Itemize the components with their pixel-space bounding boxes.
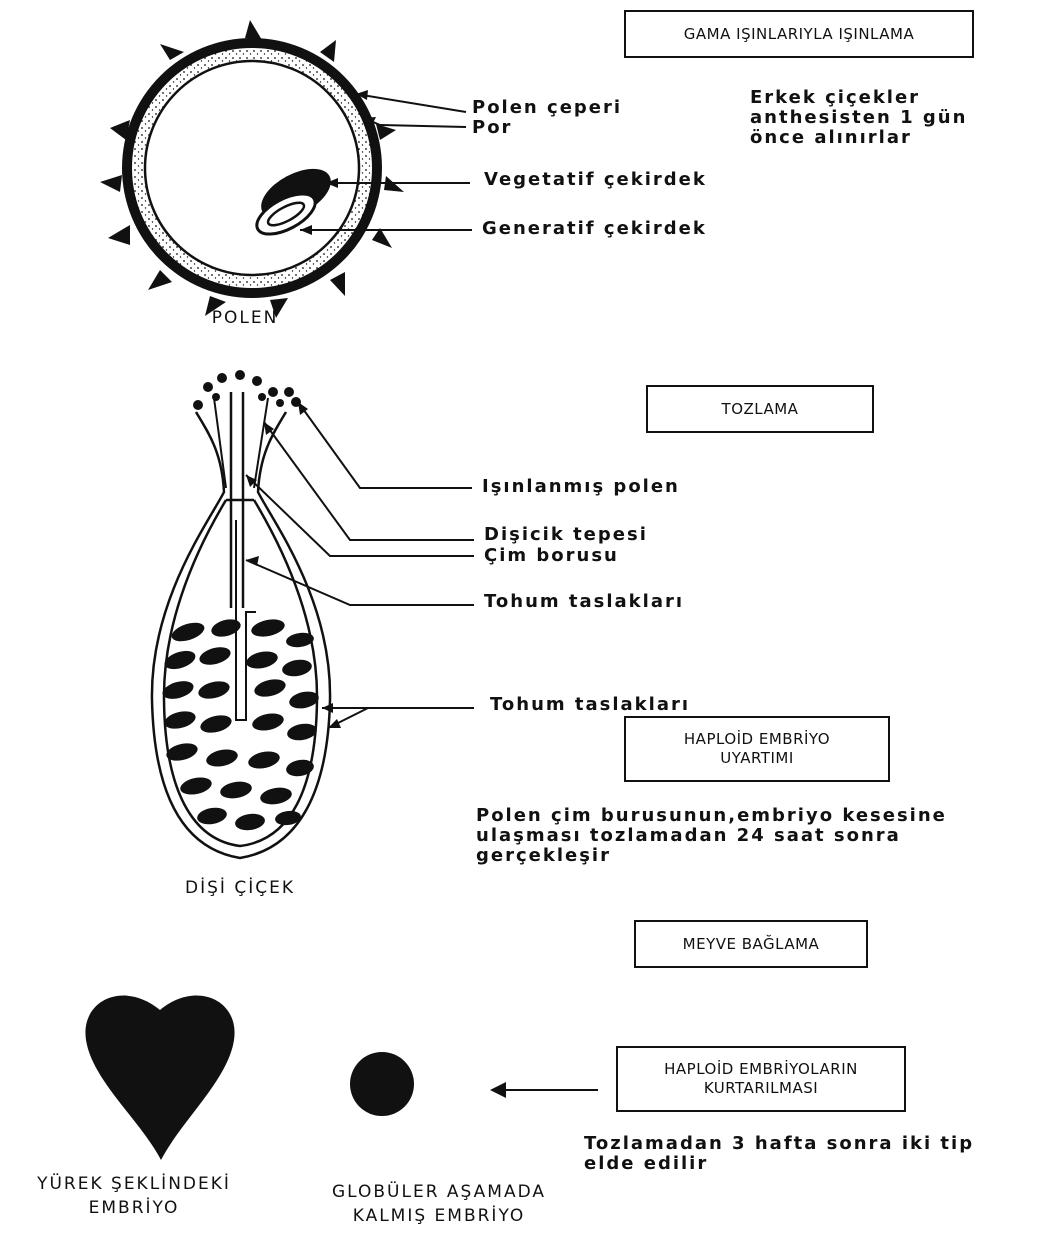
label-stigma: Dişicik tepesi (484, 524, 648, 545)
label-pollen-wall: Polen çeperi (472, 97, 622, 118)
pollen-tube (236, 520, 256, 720)
pollination-box-label: TOZLAMA (722, 400, 799, 419)
rescue-arrow (490, 1082, 598, 1098)
pollination-box: TOZLAMA (646, 385, 874, 433)
haploid-induction-box-label: HAPLOİD EMBRİYO UYARTIMI (684, 730, 830, 768)
caption-globular-embryo: GLOBÜLER AŞAMADA KALMIŞ EMBRİYO (294, 1180, 584, 1228)
irradiation-box: GAMA IŞINLARIYLA IŞINLAMA (624, 10, 974, 58)
two-types-note: Tozlamadan 3 hafta sonra iki tip elde ed… (584, 1134, 974, 1174)
caption-heart-embryo: YÜREK ŞEKLİNDEKİ EMBRİYO (4, 1172, 264, 1220)
embryo-rescue-box-label: HAPLOİD EMBRİYOLARIN KURTARILMASI (664, 1060, 858, 1098)
label-irradiated-pollen: Işınlanmış polen (482, 476, 680, 497)
embryo-rescue-box: HAPLOİD EMBRİYOLARIN KURTARILMASI (616, 1046, 906, 1112)
ovules (160, 616, 320, 832)
fruit-set-box: MEYVE BAĞLAMA (634, 920, 868, 968)
label-vegetative-nucleus: Vegetatif çekirdek (484, 169, 707, 190)
label-ovules-bottom: Tohum taslakları (490, 694, 690, 715)
globular-embryo (350, 1052, 414, 1116)
label-ovules-top: Tohum taslakları (484, 591, 684, 612)
irradiation-box-label: GAMA IŞINLARIYLA IŞINLAMA (684, 25, 914, 44)
stigma-pollen (193, 370, 301, 410)
caption-pollen: POLEN (190, 306, 300, 330)
fruit-set-box-label: MEYVE BAĞLAMA (683, 935, 820, 954)
label-generative-nucleus: Generatif çekirdek (482, 218, 707, 239)
pollen-intine (145, 61, 359, 275)
label-pore: Por (472, 117, 512, 138)
pistil-leader-lines (246, 402, 474, 728)
caption-female-flower: DİŞİ ÇİÇEK (150, 876, 330, 900)
haploid-induction-box: HAPLOİD EMBRİYO UYARTIMI (624, 716, 890, 782)
pollen-grain (100, 20, 404, 318)
pollen-tube-note: Polen çim burusunun,embriyo kesesine ula… (476, 806, 947, 866)
male-flower-note: Erkek çiçekler anthesisten 1 gün önce al… (750, 88, 967, 148)
label-pollen-tube: Çim borusu (484, 545, 619, 566)
heart-shaped-embryo (85, 996, 234, 1160)
